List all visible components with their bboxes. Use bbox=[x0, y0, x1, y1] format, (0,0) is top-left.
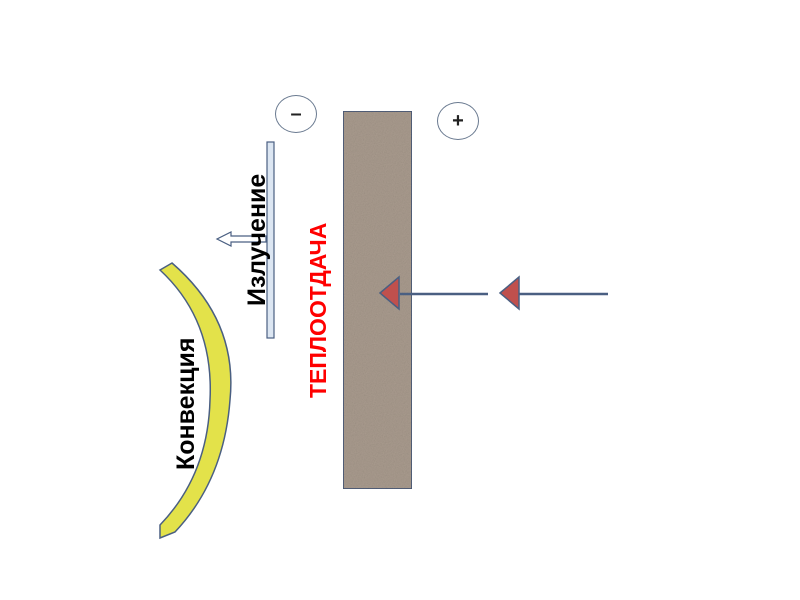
heat-transfer-label: ТЕПЛООТДАЧА bbox=[305, 222, 331, 398]
heat-flow-arrow-head-outer bbox=[498, 275, 520, 311]
heat-flow-arrow-head-inner bbox=[378, 275, 400, 311]
minus-sign-icon: – bbox=[275, 95, 317, 133]
radiation-label: Излучение bbox=[243, 173, 271, 306]
plus-sign-icon: + bbox=[437, 102, 479, 140]
convection-crescent bbox=[158, 262, 232, 540]
radiation-arrow bbox=[215, 231, 267, 247]
radiation-panel bbox=[266, 141, 275, 339]
wall bbox=[342, 110, 413, 490]
convection-label: Конвекция bbox=[172, 337, 200, 470]
